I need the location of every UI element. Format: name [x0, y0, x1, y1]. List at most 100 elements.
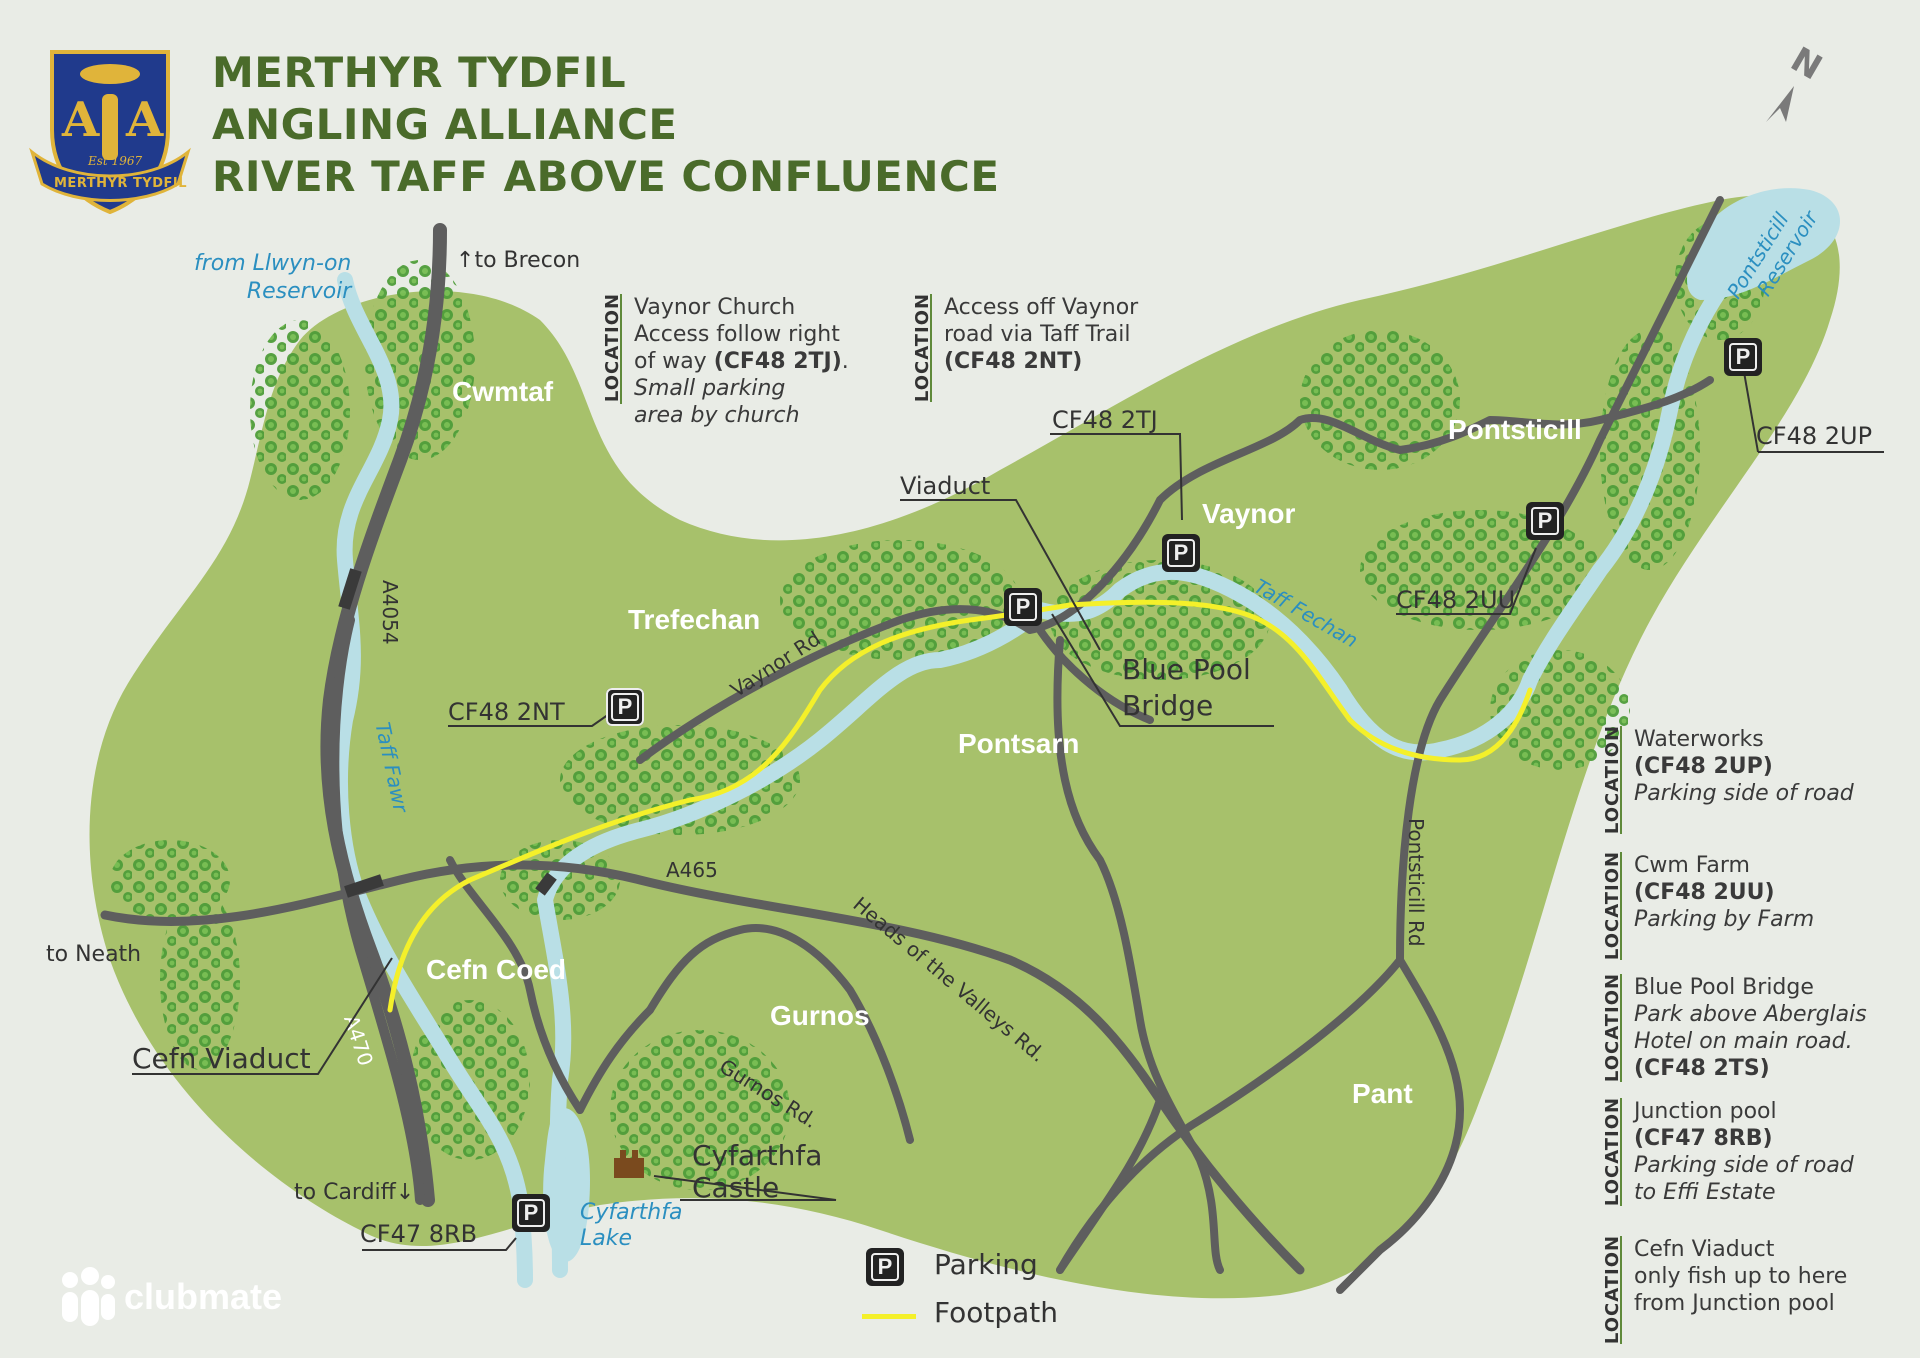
to-cardiff-label: to Cardiff↓ [294, 1180, 414, 1205]
to-neath-label: to Neath [46, 942, 141, 967]
location-tag: LOCATION [1602, 850, 1624, 961]
note-name: Junction pool [1634, 1099, 1777, 1124]
arrow-down-icon: ↓ [395, 1180, 415, 1205]
blue-pool-line-1: Blue Pool [1122, 653, 1251, 686]
callout-cf48-2uu: CF48 2UU [1396, 586, 1516, 614]
location-tag: LOCATION [602, 292, 624, 403]
logo-letter-left: A [62, 92, 100, 148]
note-line: Hotel on main road. [1634, 1029, 1853, 1054]
note-postcode: (CF48 2TJ) [713, 349, 842, 374]
parking-marker-cf48-2uu[interactable]: P [1526, 502, 1564, 540]
callout-cf48-2nt: CF48 2NT [448, 698, 565, 726]
roads [100, 196, 1724, 1294]
note-line: Access off Vaynor [944, 295, 1139, 320]
parking-icon: P [611, 693, 639, 721]
note-postcode: (CF48 2NT) [944, 349, 1083, 374]
note-line: of way (CF48 2TJ). [634, 348, 884, 375]
north-arrow-icon [1766, 86, 1794, 122]
place-gurnos: Gurnos [770, 1000, 870, 1031]
parking-icon: P [1729, 343, 1757, 371]
logo-est: Est 1967 [88, 154, 143, 168]
note-name: Cwm Farm [1634, 853, 1750, 878]
note-line: Parking by Farm [1634, 907, 1815, 932]
legend-parking-icon: P [866, 1248, 904, 1286]
place-pontsticill: Pontsticill [1448, 414, 1582, 445]
vaynor-road [636, 376, 1714, 764]
location-tag: LOCATION [1602, 724, 1624, 835]
callout-cefn-viaduct: Cefn Viaduct [132, 1042, 311, 1075]
parking-icon: P [871, 1253, 899, 1281]
parking-marker-cf48-2up[interactable]: P [1724, 338, 1762, 376]
location-tag: LOCATION [1602, 972, 1624, 1083]
parking-icon: P [1531, 507, 1559, 535]
to-brecon-label: ↑to Brecon [456, 248, 580, 273]
callout-viaduct: Viaduct [900, 472, 991, 500]
parking-marker-cf48-2nt[interactable]: P [606, 688, 644, 726]
note-name: Waterworks [1634, 727, 1764, 752]
note-line: area by church [634, 403, 800, 428]
from-llwyn-on-label: from Llwyn-on Reservoir [194, 250, 351, 306]
location-tag: LOCATION [1602, 1234, 1624, 1345]
title-line-2: ANGLING ALLIANCE [212, 100, 678, 149]
note-line: Park above Aberglais [1634, 1002, 1867, 1027]
note-name: Blue Pool Bridge [1634, 975, 1814, 1000]
parking-marker-viaduct[interactable]: P [1004, 588, 1042, 626]
footpath [387, 599, 1533, 1013]
castle-line-1: Cyfarthfa [692, 1139, 823, 1172]
note-postcode: (CF47 8RB) [1634, 1126, 1773, 1151]
clubmate-wordmark: clubmate [124, 1276, 283, 1317]
arrow-up-icon: ↑ [456, 248, 475, 273]
note-name: Cefn Viaduct [1634, 1237, 1775, 1262]
note-line: from Junction pool [1634, 1291, 1835, 1316]
callout-cf47-8rb: CF47 8RB [360, 1220, 478, 1248]
title-line-3: RIVER TAFF ABOVE CONFLUENCE [212, 152, 1000, 201]
note-line: Access follow right [634, 322, 840, 347]
place-cefn-coed: Cefn Coed [426, 954, 566, 985]
castle-icon [612, 1148, 646, 1178]
legend-parking-label: Parking [934, 1248, 1038, 1281]
water-label-cyfarthfa-lake: Cyfarthfa Lake [580, 1200, 682, 1252]
compass: N [1758, 40, 1829, 132]
place-trefechan: Trefechan [628, 604, 761, 635]
note-text: . [841, 349, 849, 374]
note-postcode: (CF48 2TS) [1634, 1056, 1770, 1081]
callout-cf48-2up: CF48 2UP [1756, 422, 1873, 450]
note-postcode: (CF48 2UP) [1634, 754, 1773, 779]
castle-line-2: Castle [692, 1171, 780, 1204]
parking-icon: P [1167, 539, 1195, 567]
legend-footpath-label: Footpath [934, 1296, 1059, 1329]
to-brecon-text: to Brecon [474, 248, 581, 273]
to-cardiff-text: to Cardiff [294, 1180, 396, 1205]
place-cwmtaf: Cwmtaf [452, 376, 554, 407]
from-llwyn-on-line-2: Reservoir [246, 279, 352, 304]
note-line: Parking side of road [1634, 1153, 1854, 1178]
clubmate-logo-icon [62, 1267, 115, 1326]
note-line: road via Taff Trail [944, 322, 1131, 347]
parking-marker-cf48-2tj[interactable]: P [1162, 534, 1200, 572]
place-pontsarn: Pontsarn [958, 728, 1080, 759]
to-neath-text: to Neath [46, 942, 142, 967]
from-llwyn-on-line-1: from Llwyn-on [194, 251, 352, 276]
blue-pool-line-2: Bridge [1122, 689, 1214, 722]
road-label-a465: A465 [666, 858, 718, 882]
parking-marker-cf47-8rb[interactable]: P [512, 1194, 550, 1232]
logo-letter-right: A [126, 92, 164, 148]
pontsticill-road [1056, 196, 1724, 1274]
note-line: Parking side of road [1634, 781, 1854, 806]
parking-icon: P [517, 1199, 545, 1227]
lake-line-1: Cyfarthfa [580, 1200, 683, 1225]
land-area [89, 195, 1840, 1299]
parking-icon: P [1009, 593, 1037, 621]
location-tag: LOCATION [912, 292, 934, 403]
note-text: of way [634, 349, 714, 374]
place-vaynor: Vaynor [1202, 498, 1296, 529]
gurnos-road [646, 924, 914, 1144]
note-line: Vaynor Church [634, 295, 796, 320]
note-postcode: (CF48 2UU) [1634, 880, 1775, 905]
location-tag: LOCATION [1602, 1096, 1624, 1207]
woodland [110, 220, 1765, 1190]
note-line: Small parking [634, 376, 786, 401]
bridges [338, 568, 557, 898]
